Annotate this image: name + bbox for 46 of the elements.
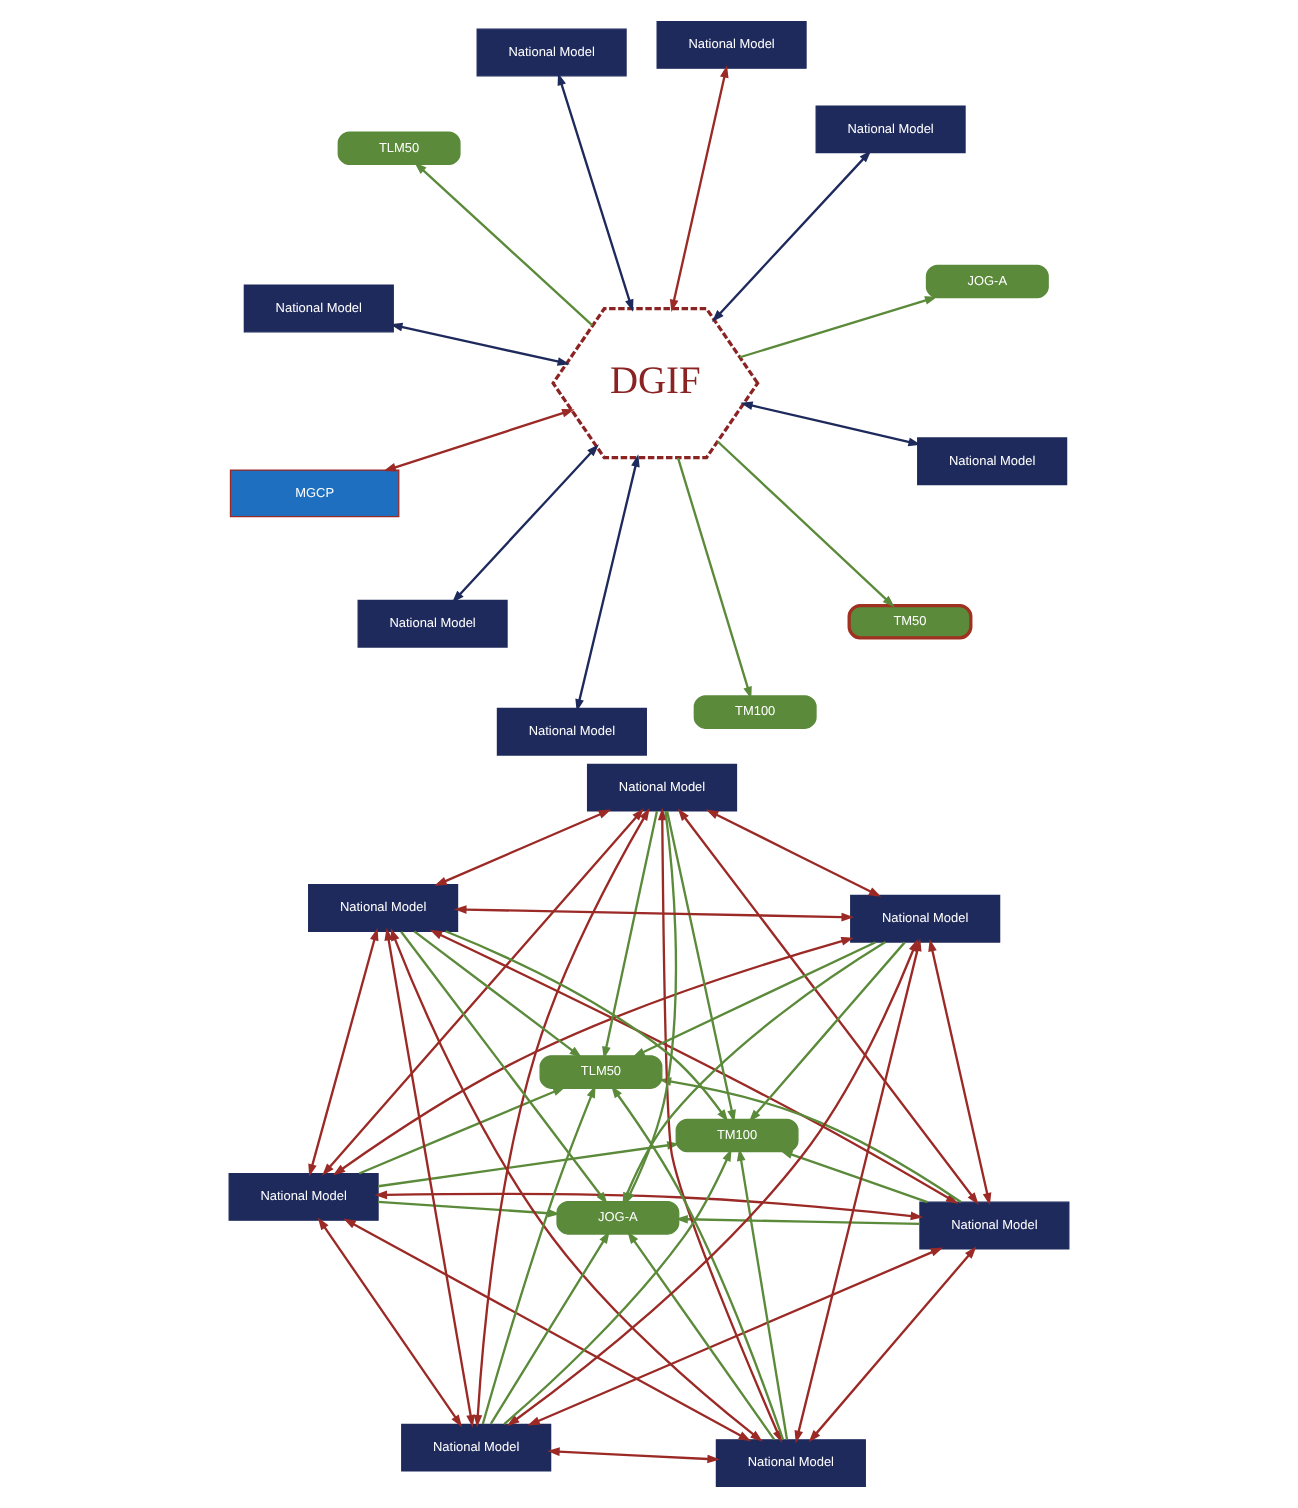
arrow: [739, 296, 938, 359]
arrow: [481, 1085, 596, 1425]
arrow: [627, 1231, 776, 1441]
arrow: [711, 150, 872, 323]
arrow: [780, 1150, 928, 1204]
arrow: [390, 928, 763, 1442]
arrow: [705, 809, 882, 897]
arrow: [676, 457, 752, 700]
arrow: [665, 810, 736, 1123]
arrow: [473, 808, 650, 1428]
arrow: [736, 1148, 789, 1440]
arrow: [677, 808, 979, 1205]
arrow: [445, 930, 729, 1122]
arrow: [716, 440, 895, 608]
arrow: [675, 1214, 920, 1226]
arrow: [928, 938, 992, 1206]
arrow: [748, 941, 906, 1122]
arrow: [575, 454, 640, 712]
arrow: [451, 444, 599, 603]
arrow: [808, 1246, 977, 1443]
arrow: [611, 1085, 785, 1441]
arrow: [507, 939, 918, 1427]
arrow: [390, 322, 570, 366]
arrow: [400, 931, 608, 1205]
arrow: [384, 928, 475, 1428]
arrow: [632, 941, 877, 1058]
arrow: [669, 65, 729, 312]
arrow: [332, 937, 854, 1176]
arrow: [503, 1148, 732, 1425]
arrow: [383, 409, 575, 472]
arrow: [322, 808, 644, 1176]
arrow: [454, 905, 854, 922]
arrow: [378, 1200, 561, 1218]
arrow: [414, 162, 594, 327]
arrow: [308, 928, 379, 1177]
arrow: [489, 1231, 610, 1425]
arrow: [740, 401, 921, 447]
arrow: [358, 1086, 566, 1175]
arrow: [602, 811, 659, 1060]
arrow: [527, 1247, 944, 1426]
arrow: [343, 1218, 752, 1442]
arrow: [434, 809, 612, 886]
arrow: [557, 72, 634, 312]
arrow: [317, 1217, 463, 1428]
arrow: [547, 1447, 720, 1464]
arrow: [413, 930, 582, 1058]
